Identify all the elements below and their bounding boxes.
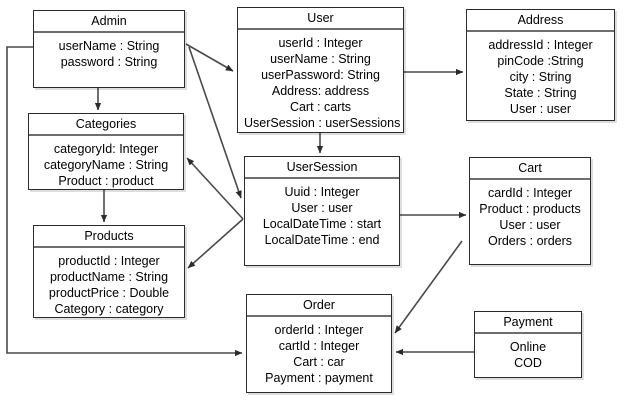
attribute: Online: [509, 340, 547, 354]
class-box-admin[interactable]: Admin userName : String password : Strin…: [33, 10, 185, 88]
class-box-cart[interactable]: Cart cardId : Integer Product : products…: [469, 157, 591, 265]
attribute: Cart : car: [293, 355, 345, 369]
class-box-order[interactable]: Order orderId : Integer cartId : Integer…: [246, 294, 392, 393]
class-box-usersession[interactable]: UserSession Uuid : Integer User : user L…: [244, 156, 400, 266]
attribute: Address: address: [271, 84, 370, 98]
attribute: Orders : orders: [487, 234, 573, 248]
class-attributes-cart: cardId : Integer Product : products User…: [470, 180, 590, 255]
attribute: userName : String: [58, 39, 160, 53]
class-attributes-categories: categoryId: Integer categoryName : Strin…: [29, 136, 183, 195]
attribute: addressId : Integer: [488, 38, 593, 52]
attribute: UserSession : userSessions: [244, 116, 401, 130]
class-box-address[interactable]: Address addressId : Integer pinCode :Str…: [466, 9, 615, 121]
attribute: categoryId: Integer: [53, 142, 159, 156]
class-box-payment[interactable]: Payment Online COD: [474, 311, 582, 378]
attribute: categoryName : String: [43, 158, 169, 172]
connector-usersession-categories: [186, 157, 244, 220]
class-attributes-user: userId : Integer userName : String userP…: [238, 30, 403, 137]
attribute: Category : category: [54, 302, 164, 316]
attribute: User : user: [291, 201, 353, 215]
class-attributes-usersession: Uuid : Integer User : user LocalDateTime…: [245, 179, 399, 254]
attribute: pinCode :String: [497, 54, 584, 68]
class-title-order: Order: [247, 295, 391, 317]
attribute: State : String: [504, 86, 577, 100]
attribute: COD: [514, 356, 542, 370]
class-attributes-products: productId : Integer productName : String…: [34, 248, 184, 323]
attribute: productPrice : Double: [48, 286, 170, 300]
attribute: userPassword: String: [261, 68, 380, 82]
attribute: userName : String: [270, 52, 371, 66]
class-box-user[interactable]: User userId : Integer userName : String …: [237, 7, 404, 133]
attribute: cartId : Integer: [278, 339, 360, 353]
attribute: userId : Integer: [278, 36, 363, 50]
attribute: Cart : carts: [289, 100, 352, 114]
attribute: LocalDateTime : end: [264, 233, 380, 247]
class-attributes-payment: Online COD: [475, 334, 581, 377]
connector-usersession-products: [187, 218, 244, 269]
class-box-products[interactable]: Products productId : Integer productName…: [33, 225, 185, 318]
attribute: Product : products: [479, 202, 581, 216]
class-title-address: Address: [467, 10, 614, 32]
connector-admin-user: [185, 43, 234, 72]
class-title-categories: Categories: [29, 114, 183, 136]
attribute: Payment : payment: [265, 371, 373, 385]
class-attributes-admin: userName : String password : String: [34, 33, 184, 76]
attribute: productName : String: [49, 270, 169, 284]
attribute: city : String: [509, 70, 572, 84]
attribute: Product : product: [58, 174, 154, 188]
attribute: password : String: [60, 55, 158, 69]
class-title-products: Products: [34, 226, 184, 248]
attribute: Uuid : Integer: [284, 185, 360, 199]
attribute: productId : Integer: [58, 254, 160, 268]
connector-admin-usersession: [188, 46, 242, 199]
class-box-categories[interactable]: Categories categoryId: Integer categoryN…: [28, 113, 184, 190]
class-title-user: User: [238, 8, 403, 30]
class-title-payment: Payment: [475, 312, 581, 334]
class-attributes-order: orderId : Integer cartId : Integer Cart …: [247, 317, 391, 392]
attribute: cardId : Integer: [487, 186, 573, 200]
attribute: User : user: [509, 102, 572, 116]
class-title-admin: Admin: [34, 11, 184, 33]
class-title-usersession: UserSession: [245, 157, 399, 179]
attribute: orderId : Integer: [274, 323, 364, 337]
connector-cart-order: [394, 240, 463, 334]
attribute: User : user: [499, 218, 561, 232]
class-title-cart: Cart: [470, 158, 590, 180]
class-attributes-address: addressId : Integer pinCode :String city…: [467, 32, 614, 123]
attribute: LocalDateTime : start: [262, 217, 382, 231]
